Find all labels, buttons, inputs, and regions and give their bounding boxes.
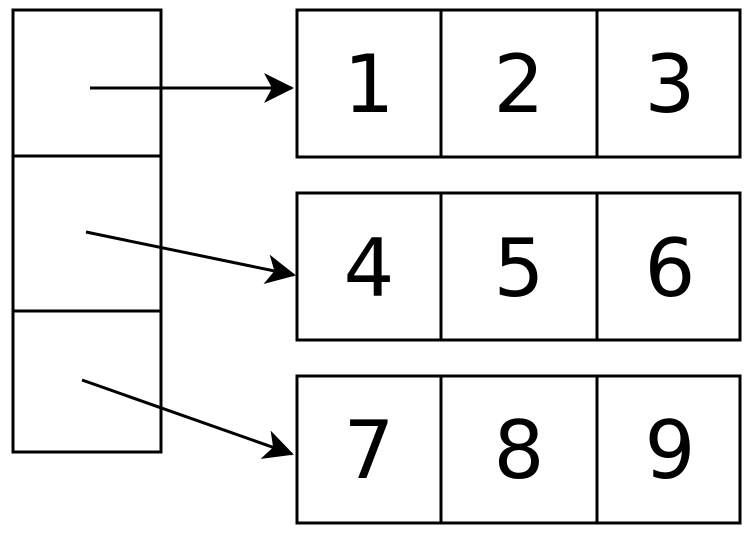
row-array-3: 7 8 9 bbox=[295, 374, 742, 525]
cell-value: 5 bbox=[494, 222, 545, 315]
row-array-cell bbox=[595, 8, 742, 159]
cell-value: 6 bbox=[645, 222, 696, 315]
cell-value: 3 bbox=[645, 38, 696, 131]
cell-value: 2 bbox=[494, 38, 545, 131]
row-array-cell bbox=[595, 191, 742, 342]
row-array-cell bbox=[595, 374, 742, 525]
cell-value: 7 bbox=[344, 404, 395, 497]
pointer-arrow bbox=[85, 230, 296, 285]
pointer-slot bbox=[11, 8, 163, 158]
cell-value: 4 bbox=[344, 222, 395, 315]
pointer-arrows bbox=[81, 73, 296, 459]
row-array-1: 1 2 3 bbox=[295, 8, 742, 159]
cell-value: 8 bbox=[494, 404, 545, 497]
pointer-array bbox=[11, 8, 163, 454]
row-array-2: 4 5 6 bbox=[295, 191, 742, 342]
pointer-arrow bbox=[81, 378, 294, 459]
cell-value: 1 bbox=[344, 38, 395, 131]
pointer-slot bbox=[11, 309, 163, 454]
cell-value: 9 bbox=[645, 404, 696, 497]
